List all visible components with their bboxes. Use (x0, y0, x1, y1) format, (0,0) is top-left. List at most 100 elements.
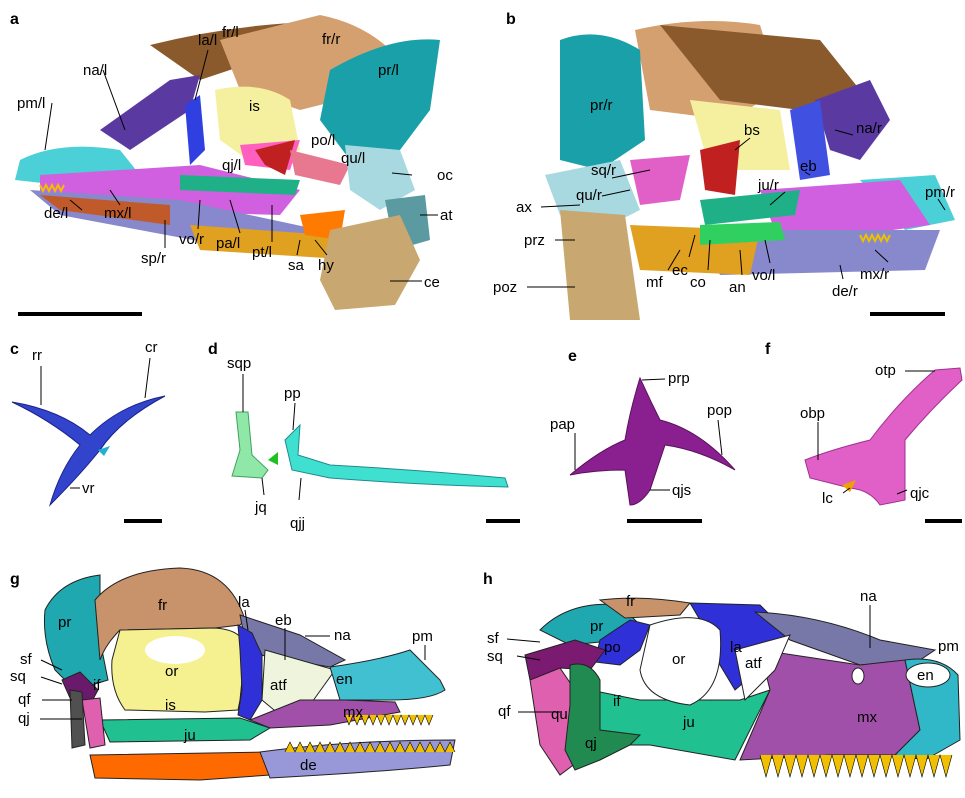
label-at: at (440, 207, 453, 224)
label-or-h: or (672, 651, 685, 668)
maxillary-fenestra-h (852, 668, 864, 684)
panel-e: e prp pap pop qjs (550, 348, 735, 521)
label-sa: sa (288, 257, 305, 274)
teeth-h (760, 755, 952, 777)
arrowhead-d (268, 452, 278, 465)
panel-b: b (493, 11, 955, 320)
panel-c: c rr cr vr (10, 339, 165, 521)
panel-f-letter: f (765, 341, 771, 358)
label-mx-g: mx (343, 704, 363, 721)
label-na-r: na/r (856, 120, 882, 137)
panel-a: a (10, 11, 453, 314)
nasal-left-bone (100, 75, 200, 150)
label-qu-l: qu/l (341, 150, 365, 167)
label-prz: prz (524, 232, 545, 249)
label-bs: bs (744, 122, 760, 139)
panel-c-letter: c (10, 341, 19, 358)
label-vo-r: vo/r (179, 231, 204, 248)
label-vo-l: vo/l (752, 267, 775, 284)
label-pa-l: pa/l (216, 235, 240, 252)
label-po-h: po (604, 639, 621, 656)
label-de-g: de (300, 757, 317, 774)
label-qj-h: qj (585, 735, 597, 752)
label-rr: rr (32, 347, 42, 364)
label-mx-h: mx (857, 709, 877, 726)
panel-e-letter: e (568, 348, 577, 365)
label-if-g: if (93, 677, 101, 694)
label-en-h: en (917, 667, 934, 684)
label-po-l: po/l (311, 132, 335, 149)
label-pop: pop (707, 402, 732, 419)
panel-h-letter: h (483, 571, 493, 588)
label-qj-g: qj (18, 710, 30, 727)
label-oc: oc (437, 167, 453, 184)
label-mx-r: mx/r (860, 266, 889, 283)
label-pm-l: pm/l (17, 95, 45, 112)
label-poz: poz (493, 279, 517, 296)
label-pap: pap (550, 416, 575, 433)
quadratojugal-bone-d (285, 425, 508, 487)
label-is: is (249, 98, 260, 115)
label-pm-h: pm (938, 638, 959, 655)
label-atf-h: atf (745, 655, 763, 672)
label-hy: hy (318, 257, 334, 274)
label-otp: otp (875, 362, 896, 379)
label-pr-r: pr/r (590, 97, 613, 114)
label-de-r: de/r (832, 283, 858, 300)
label-qf-g: qf (18, 691, 31, 708)
label-ju-h: ju (682, 714, 695, 731)
label-qj-l: qj/l (222, 157, 241, 174)
label-pr-l: pr/l (378, 62, 399, 79)
label-jq: jq (254, 499, 267, 516)
label-sq-h: sq (487, 648, 503, 665)
label-na-l: na/l (83, 62, 107, 79)
label-cr: cr (145, 339, 158, 356)
splenial-bone-g (90, 752, 270, 780)
label-co: co (690, 274, 706, 291)
label-obp: obp (800, 405, 825, 422)
label-pp: pp (284, 385, 301, 402)
label-la-h: la (730, 639, 742, 656)
label-ju-r: ju/r (757, 177, 779, 194)
axis-b-bone (560, 210, 640, 320)
label-ju-g: ju (183, 727, 196, 744)
panel-f: f otp obp lc qjc (765, 341, 962, 521)
label-pr-h: pr (590, 618, 603, 635)
label-qu-h: qu (551, 706, 568, 723)
label-sqp: sqp (227, 355, 251, 372)
label-qjs: qjs (672, 482, 691, 499)
label-pm-g: pm (412, 628, 433, 645)
cervical-bone (320, 215, 420, 310)
panel-h: h fr (483, 571, 960, 777)
label-qu-r: qu/r (576, 187, 602, 204)
label-de-l: de/l (44, 205, 68, 222)
panel-d: d sqp pp jq qjj (208, 341, 520, 532)
label-is-g: is (165, 697, 176, 714)
panel-a-letter: a (10, 11, 19, 28)
label-lc: lc (822, 490, 833, 507)
label-or-g: or (165, 663, 178, 680)
label-fr-h: fr (626, 593, 635, 610)
label-ax: ax (516, 199, 532, 216)
label-vr: vr (82, 480, 95, 497)
label-sf-h: sf (487, 630, 500, 647)
quadrate-bone-g (82, 698, 105, 748)
label-la-g: la (238, 594, 250, 611)
label-pm-r: pm/r (925, 184, 955, 201)
orbit-white-g (145, 636, 205, 664)
label-prp: prp (668, 370, 690, 387)
label-qjc: qjc (910, 485, 930, 502)
label-sp-r: sp/r (141, 250, 166, 267)
panel-g: g (10, 568, 455, 780)
squamosal-process-bone (232, 412, 268, 478)
label-ce: ce (424, 274, 440, 291)
label-qjj: qjj (290, 515, 305, 532)
panel-g-letter: g (10, 571, 20, 588)
lacrimal-left-bone (185, 95, 205, 165)
label-na-h: na (860, 588, 877, 605)
teeth-lower-g (285, 742, 455, 752)
label-eb: eb (800, 158, 817, 175)
label-fr-g: fr (158, 597, 167, 614)
label-eb-g: eb (275, 612, 292, 629)
